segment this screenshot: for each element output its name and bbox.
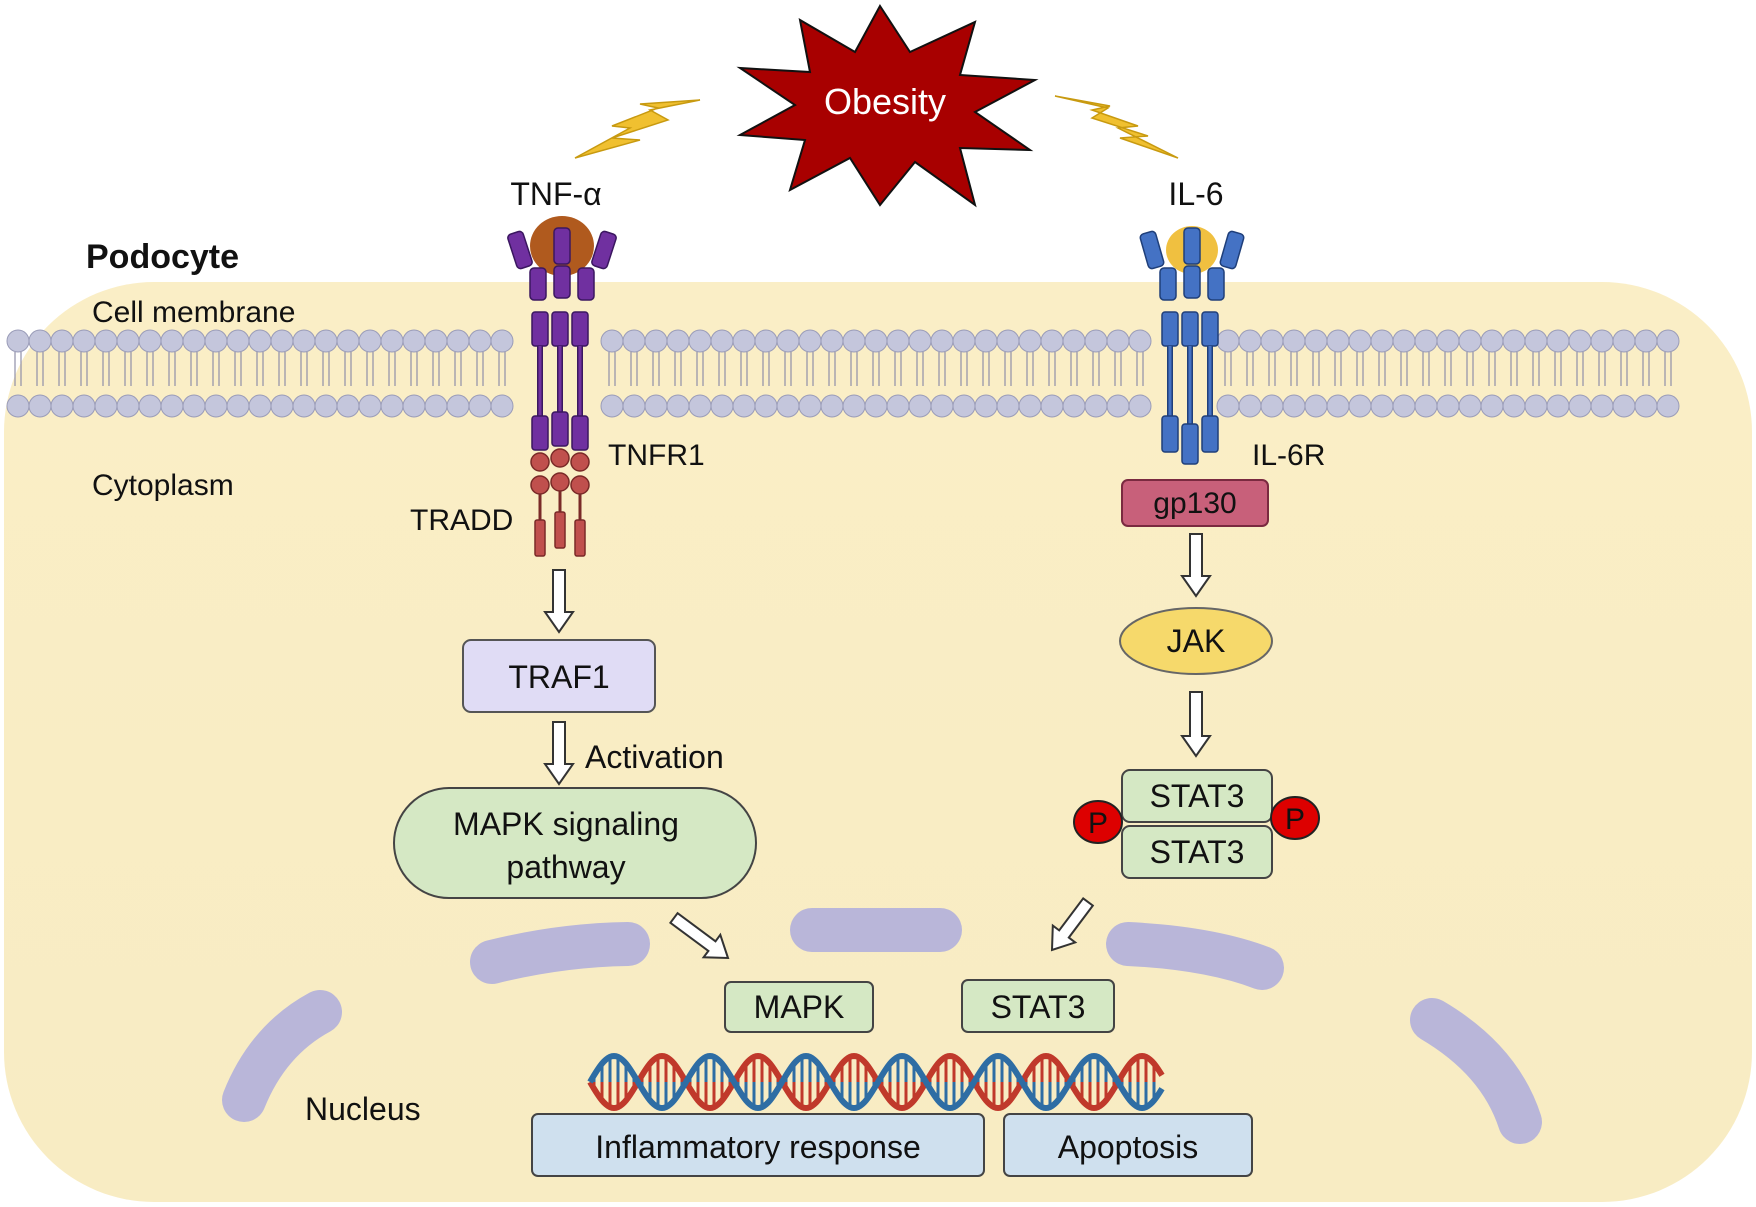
dna-helix bbox=[587, 1052, 1165, 1112]
mapk-pathway-label-line1: MAPK signaling bbox=[453, 806, 679, 842]
traf1-label: TRAF1 bbox=[508, 659, 609, 695]
tradd-label: TRADD bbox=[410, 504, 513, 537]
stat3-bottom-box bbox=[1121, 825, 1273, 879]
lightning-left-icon bbox=[574, 99, 701, 159]
phospho-left-label: P bbox=[1088, 807, 1108, 840]
tnfr1-receptor bbox=[507, 216, 617, 451]
flow-arrow bbox=[543, 721, 575, 786]
flow-arrow bbox=[1050, 897, 1095, 952]
flow-arrow bbox=[543, 569, 575, 634]
stat3-bottom-label: STAT3 bbox=[1150, 834, 1245, 870]
mapk-nuclear-box bbox=[724, 981, 874, 1033]
podocyte-cell bbox=[4, 282, 1752, 1202]
cell-title: Podocyte bbox=[86, 238, 239, 276]
tnf-alpha-label: TNF-α bbox=[510, 176, 601, 212]
inflammatory-label: Inflammatory response bbox=[595, 1129, 920, 1165]
apoptosis-label: Apoptosis bbox=[1058, 1129, 1199, 1165]
gp130-box bbox=[1121, 479, 1269, 527]
membrane-label: Cell membrane bbox=[92, 296, 295, 329]
nucleus-label: Nucleus bbox=[305, 1091, 421, 1127]
apoptosis-box bbox=[1003, 1113, 1253, 1177]
obesity-label: Obesity bbox=[824, 81, 946, 122]
cytoplasm-label: Cytoplasm bbox=[92, 469, 234, 502]
mapk-pathway-label-line2: pathway bbox=[506, 849, 625, 885]
phospho-left-icon bbox=[1073, 800, 1123, 844]
mapk-pathway-box bbox=[393, 787, 757, 899]
flow-arrow bbox=[1180, 691, 1212, 758]
tradd-adaptor bbox=[530, 448, 590, 557]
stat3-top-box bbox=[1121, 769, 1273, 823]
mapk-nuclear-label: MAPK bbox=[754, 989, 845, 1025]
flow-arrow bbox=[1180, 533, 1212, 598]
obesity-burst bbox=[736, 4, 1039, 208]
il6r-label: IL-6R bbox=[1252, 439, 1325, 472]
flow-arrow bbox=[668, 911, 730, 960]
il6-label: IL-6 bbox=[1168, 176, 1223, 212]
stat3-nuclear-label: STAT3 bbox=[991, 989, 1086, 1025]
il6r-receptor bbox=[1139, 226, 1245, 465]
lightning-right-icon bbox=[1054, 95, 1179, 159]
jak-ellipse bbox=[1119, 607, 1273, 675]
gp130-label: gp130 bbox=[1153, 487, 1236, 520]
lipid-bilayer bbox=[6, 329, 1680, 418]
dna-strand-blue bbox=[587, 1052, 1165, 1112]
phospho-right-icon bbox=[1270, 796, 1320, 840]
traf1-box bbox=[462, 639, 656, 713]
phospho-right-label: P bbox=[1285, 803, 1305, 836]
activation-label: Activation bbox=[585, 739, 724, 775]
tnfr1-label: TNFR1 bbox=[608, 439, 705, 472]
jak-label: JAK bbox=[1167, 623, 1226, 659]
nucleus-envelope bbox=[222, 908, 1542, 1144]
inflammatory-box bbox=[531, 1113, 985, 1177]
stat3-top-label: STAT3 bbox=[1150, 778, 1245, 814]
flow-arrows bbox=[543, 533, 1212, 960]
stat3-nuclear-box bbox=[961, 979, 1115, 1033]
